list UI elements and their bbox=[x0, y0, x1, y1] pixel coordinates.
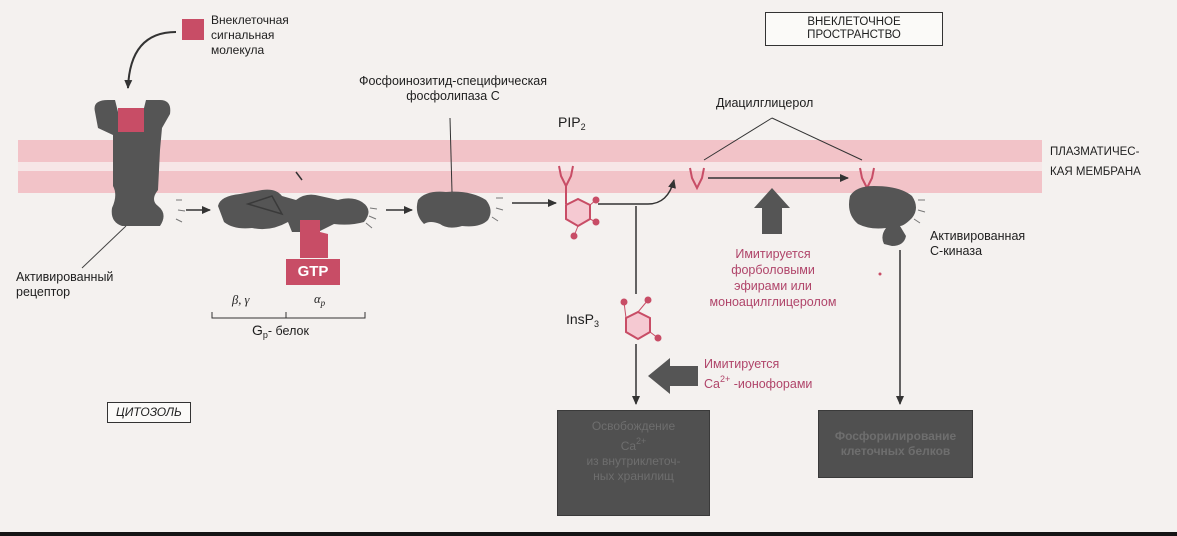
pip2-lipid bbox=[558, 165, 600, 240]
ionophore-mimic-label: Имитируется Ca2+ -ионофорами bbox=[704, 357, 813, 391]
plasma-membrane-label: ПЛАЗМАТИЧЕС- КАЯ МЕМБРАНА bbox=[1050, 146, 1141, 178]
signal-arrow bbox=[124, 31, 177, 89]
phorbol-mimic-label: Имитируется форболовыми эфирами или моно… bbox=[709, 247, 837, 309]
signal-molecule-legend-square bbox=[182, 19, 204, 40]
insp3-molecule bbox=[620, 296, 662, 342]
arrow-to-dag bbox=[598, 179, 676, 205]
phorbol-mimic-arrow bbox=[754, 188, 790, 234]
g-protein bbox=[218, 171, 378, 258]
extracellular-space-box: ВНЕКЛЕТОЧНОЕ ПРОСТРАНСТВО bbox=[765, 12, 943, 46]
pip2-label: PIP2 bbox=[558, 114, 586, 133]
receptor-pointer bbox=[81, 225, 127, 269]
activated-receptor-label: Активированный рецептор bbox=[16, 270, 114, 299]
cytosol-box: ЦИТОЗОЛЬ bbox=[107, 402, 191, 423]
ionophore-mimic-arrow bbox=[648, 358, 698, 394]
phospholipase-label: Фосфоинозитид-специфическая фосфолипаза … bbox=[358, 74, 548, 103]
signal-molecule-label: Внеклеточная сигнальная молекула bbox=[211, 13, 289, 57]
plasma-membrane bbox=[18, 140, 1042, 193]
gtp-label: GTP bbox=[286, 259, 340, 285]
dag-pointer-right bbox=[771, 117, 863, 161]
dag-pointer-left bbox=[703, 117, 773, 161]
phospholipase-c bbox=[416, 191, 504, 228]
gp-protein-label: Gp- белок bbox=[252, 322, 309, 341]
activated-c-kinase-label: Активированная C-киназа bbox=[930, 229, 1026, 258]
activated-c-kinase bbox=[849, 186, 926, 276]
alpha-p-label: αp bbox=[314, 292, 326, 308]
dag-lipid-1 bbox=[689, 167, 705, 191]
diacylglycerol-label: Диацилглицерол bbox=[716, 96, 814, 110]
activated-receptor bbox=[94, 100, 186, 226]
bottom-border bbox=[0, 532, 1177, 536]
ca-release-box: Освобождение Ca2+ из внутриклеточ- ных х… bbox=[557, 410, 710, 516]
phosphorylation-box: Фосфорилирование клеточных белков bbox=[818, 410, 973, 478]
insp3-label: InsP3 bbox=[566, 311, 600, 330]
beta-gamma-label: β, γ bbox=[232, 293, 250, 307]
g-protein-bracket bbox=[211, 312, 366, 319]
phospholipase-pointer bbox=[449, 117, 453, 193]
